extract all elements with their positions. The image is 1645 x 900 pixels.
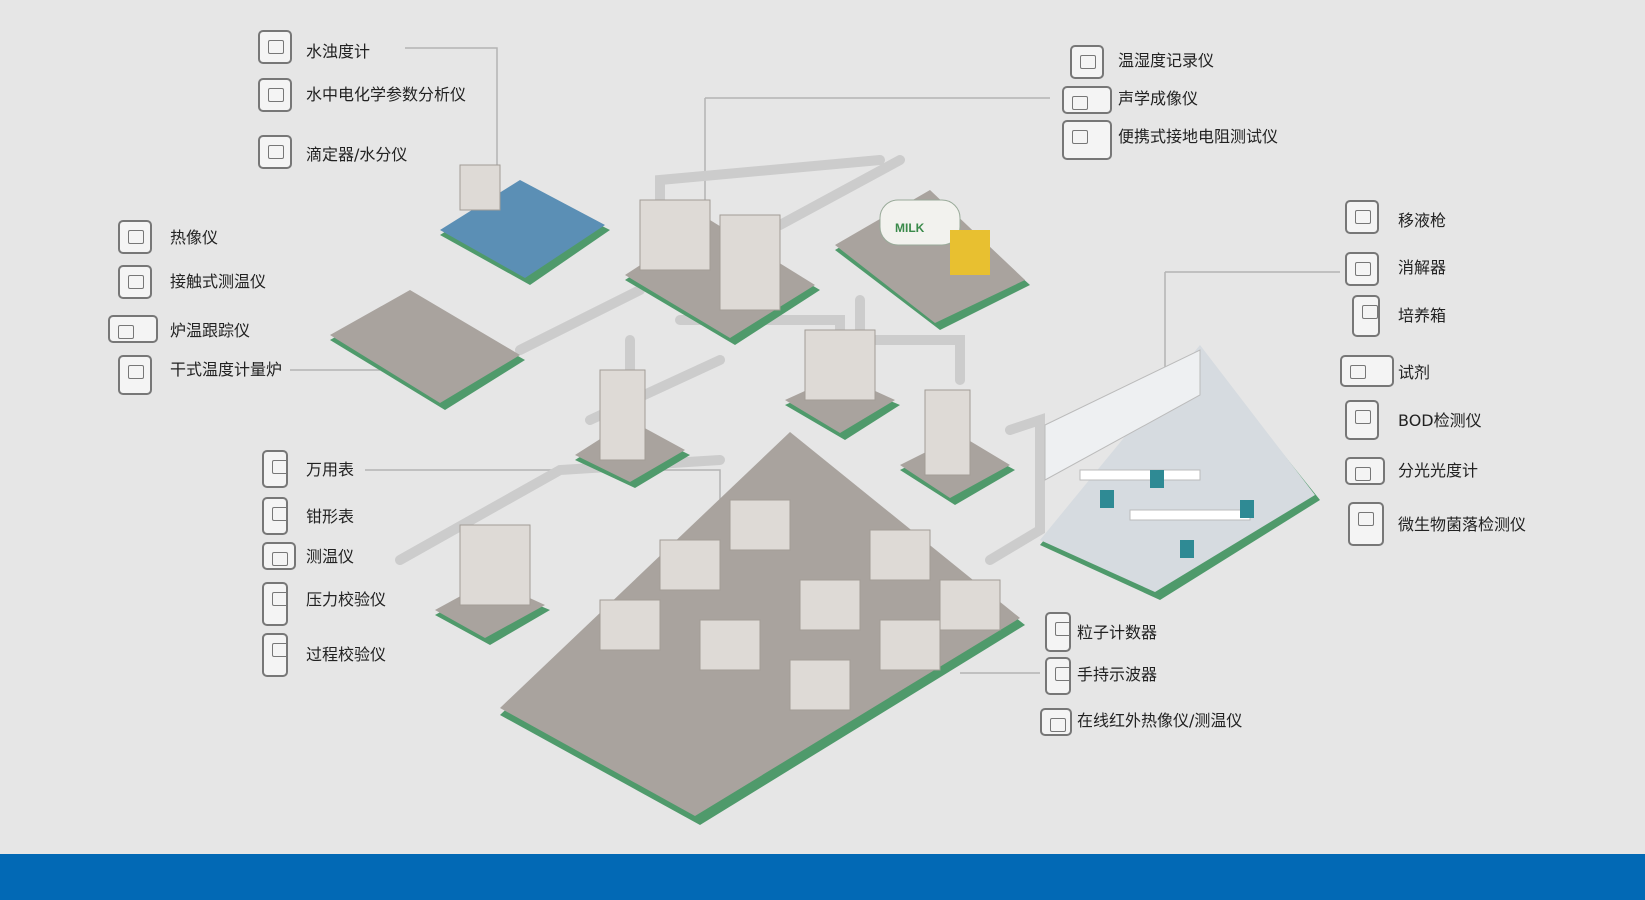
label-ground-resistance-tester[interactable]: 便携式接地电阻测试仪 [1118,127,1279,146]
label-infrared-thermometer[interactable]: 测温仪 [306,547,355,566]
colony-counter-icon [1348,502,1384,546]
turbidity-meter-icon [258,30,292,64]
label-acoustic-imager[interactable]: 声学成像仪 [1118,89,1199,108]
label-multimeter[interactable]: 万用表 [306,460,355,479]
label-particle-counter[interactable]: 粒子计数器 [1077,623,1158,642]
label-reagent[interactable]: 试剂 [1398,363,1431,382]
label-dry-block-calibrator[interactable]: 干式温度计量炉 [170,360,283,379]
label-incubator[interactable]: 培养箱 [1398,306,1447,325]
reagent-icon [1340,355,1394,387]
incubator-icon [1352,295,1380,337]
digester-icon [1345,252,1379,286]
ground-resistance-tester-icon [1062,120,1112,160]
spectrophotometer-icon [1345,457,1385,485]
label-digester[interactable]: 消解器 [1398,258,1447,277]
label-colony-counter[interactable]: 微生物菌落检测仪 [1398,515,1527,534]
label-contact-thermometer[interactable]: 接触式测温仪 [170,272,267,291]
label-bod-analyzer[interactable]: BOD检测仪 [1398,411,1482,430]
factory-illustration: MILK [290,47,1340,825]
milk-truck: MILK [879,199,990,275]
pressure-calibrator-icon [262,582,288,626]
label-pipette[interactable]: 移液枪 [1398,211,1447,230]
label-humidity-logger[interactable]: 温湿度记录仪 [1118,51,1215,70]
humidity-logger-icon [1070,45,1104,79]
pipette-icon [1345,200,1379,234]
clamp-meter-icon [262,497,288,535]
truck-text: MILK [895,221,925,235]
label-thermal-imager[interactable]: 热像仪 [170,228,219,247]
furnace-tracker-icon [108,315,158,343]
connector-lines [290,47,1340,674]
dry-block-calibrator-icon [118,355,152,395]
acoustic-imager-icon [1062,86,1112,114]
infrared-thermometer-icon [262,542,296,570]
label-spectrophotometer[interactable]: 分光光度计 [1398,461,1479,480]
label-clamp-meter[interactable]: 钳形表 [306,507,355,526]
online-thermal-camera-icon [1040,708,1072,736]
footer-bar [0,854,1645,900]
label-online-thermal-camera[interactable]: 在线红外热像仪/测温仪 [1077,711,1243,730]
handheld-oscilloscope-icon [1045,657,1071,695]
lab-room [1044,349,1254,558]
bod-analyzer-icon [1345,400,1379,440]
process-calibrator-icon [262,633,288,677]
particle-counter-icon [1045,612,1071,652]
label-furnace-tracker[interactable]: 炉温跟踪仪 [170,321,251,340]
contact-thermometer-icon [118,265,152,299]
label-process-calibrator[interactable]: 过程校验仪 [306,645,387,664]
label-titrator[interactable]: 滴定器/水分仪 [306,145,408,164]
machines [459,164,1001,711]
multimeter-icon [262,450,288,488]
electrochemical-analyzer-icon [258,78,292,112]
label-pressure-calibrator[interactable]: 压力校验仪 [306,590,387,609]
thermal-imager-icon [118,220,152,254]
label-electrochemical-analyzer[interactable]: 水中电化学参数分析仪 [306,85,467,104]
label-handheld-oscilloscope[interactable]: 手持示波器 [1077,665,1158,684]
titrator-icon [258,135,292,169]
label-turbidity-meter[interactable]: 水浊度计 [306,42,371,61]
